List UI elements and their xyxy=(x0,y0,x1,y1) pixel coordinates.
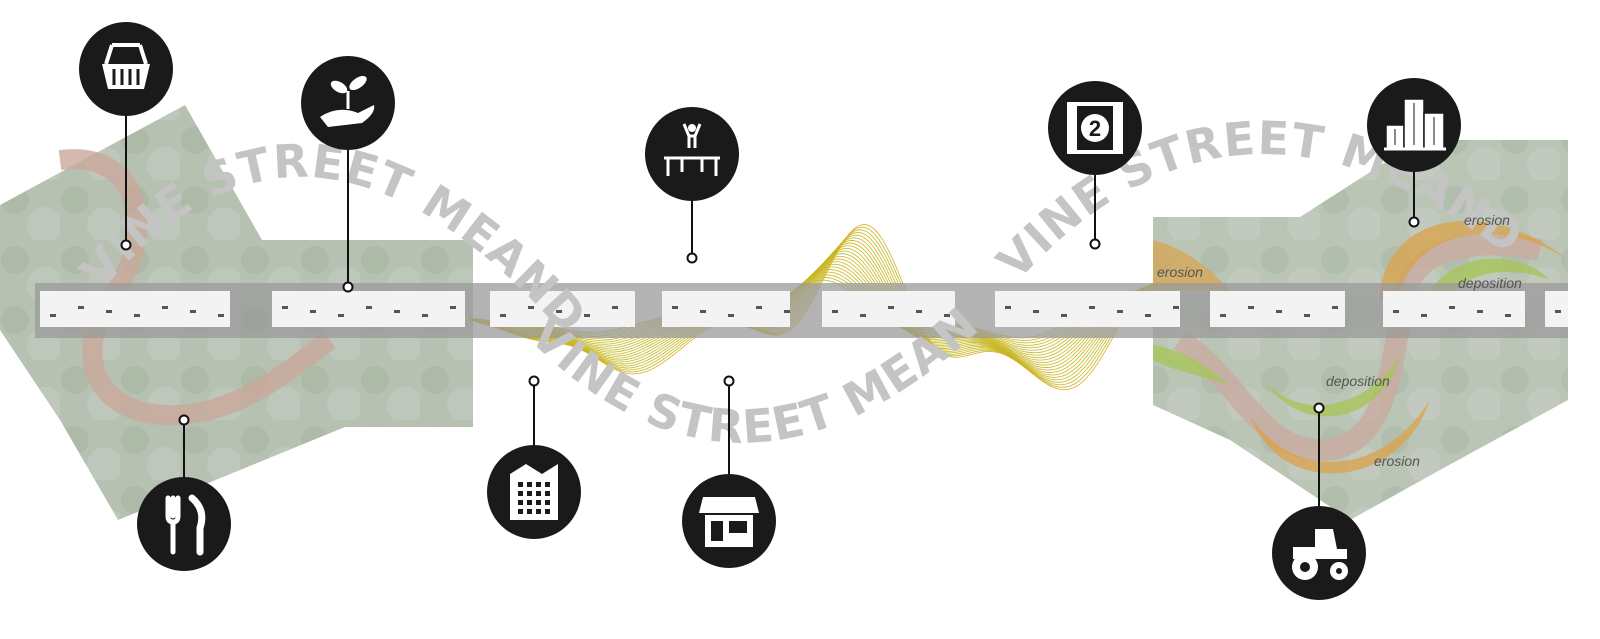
wave-line xyxy=(469,245,1159,371)
city-block xyxy=(662,291,790,327)
city-block xyxy=(40,291,230,327)
erosion-zone xyxy=(1250,400,1430,474)
wave-line xyxy=(469,250,1159,366)
connector-dot xyxy=(1408,216,1420,228)
connector-dot xyxy=(528,375,540,387)
trampoline-icon xyxy=(645,107,739,201)
label-erosion: erosion xyxy=(1464,212,1510,228)
connector-dot xyxy=(686,252,698,264)
wave-line xyxy=(469,253,1159,364)
label-deposition: deposition xyxy=(1326,373,1390,389)
label-erosion: erosion xyxy=(1374,453,1420,469)
lumber-icon xyxy=(1367,78,1461,172)
city-block xyxy=(490,291,635,327)
connector-dot xyxy=(178,414,190,426)
hand-plant-icon xyxy=(301,56,395,150)
city-block xyxy=(995,291,1180,327)
storefront-icon xyxy=(682,474,776,568)
connector-dot xyxy=(120,239,132,251)
wave-line xyxy=(469,247,1159,368)
building-icon xyxy=(487,445,581,539)
city-block xyxy=(1210,291,1345,327)
vine-street-strip xyxy=(35,283,1568,338)
erosion-zone xyxy=(1380,220,1568,300)
shopping-basket-icon xyxy=(79,22,173,116)
connector-dot xyxy=(723,375,735,387)
film-reel-icon: 2 xyxy=(1048,81,1142,175)
label-erosion: erosion xyxy=(1157,264,1203,280)
connector-dot xyxy=(342,281,354,293)
deposition-zone xyxy=(1255,355,1400,417)
tractor-icon xyxy=(1272,506,1366,600)
city-block xyxy=(1545,291,1568,327)
label-deposition: deposition xyxy=(1458,275,1522,291)
connector-dot xyxy=(1089,238,1101,250)
connector-dot xyxy=(1313,402,1325,414)
fork-knife-icon xyxy=(137,477,231,571)
wave-lines xyxy=(469,224,1159,391)
film-number: 2 xyxy=(1089,116,1101,141)
deposition-zone xyxy=(1430,258,1550,300)
